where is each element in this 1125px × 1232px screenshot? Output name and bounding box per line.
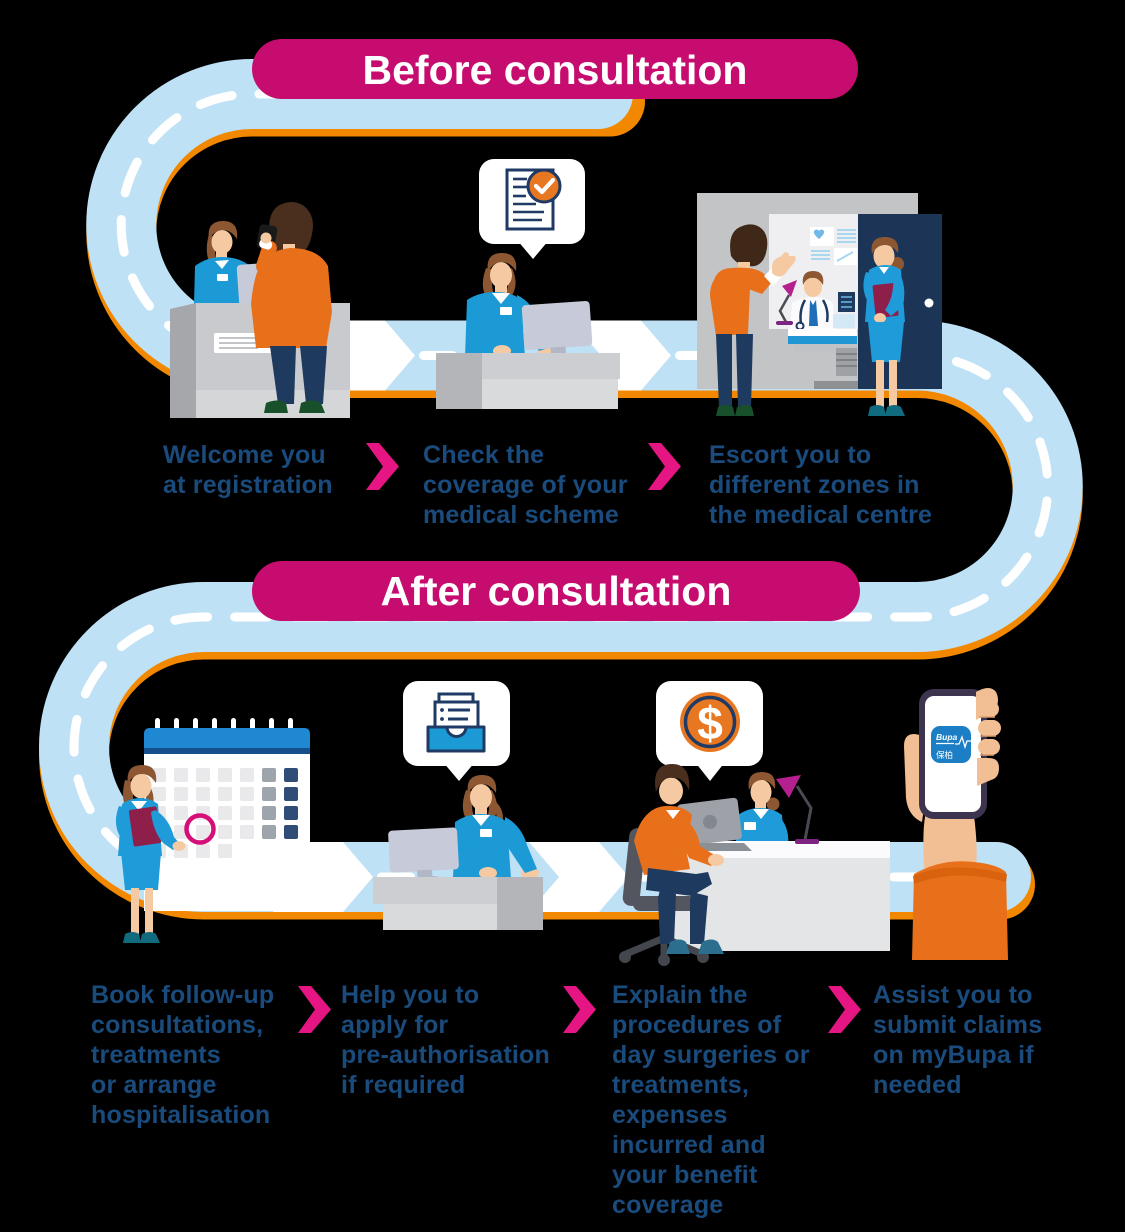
svg-text:apply for: apply for [341, 1011, 448, 1039]
svg-text:procedures of: procedures of [612, 1011, 782, 1039]
svg-text:hospitalisation: hospitalisation [91, 1101, 270, 1129]
svg-text:Welcome you: Welcome you [163, 441, 326, 469]
svg-text:your benefit: your benefit [612, 1161, 758, 1189]
svg-text:Escort you to: Escort you to [709, 441, 871, 469]
svg-text:needed: needed [873, 1071, 962, 1099]
svg-text:Explain the: Explain the [612, 981, 748, 1009]
svg-text:the medical centre: the medical centre [709, 501, 932, 529]
svg-text:consultations,: consultations, [91, 1011, 263, 1039]
svg-text:Before consultation: Before consultation [363, 47, 748, 93]
svg-text:or arrange: or arrange [91, 1071, 217, 1099]
svg-text:treatments: treatments [91, 1041, 221, 1069]
svg-text:treatments,: treatments, [612, 1071, 749, 1099]
svg-text:Bupa: Bupa [936, 732, 958, 742]
svg-text:at registration: at registration [163, 471, 333, 499]
svg-text:on myBupa if: on myBupa if [873, 1041, 1034, 1069]
svg-text:Check the: Check the [423, 441, 544, 469]
svg-text:medical scheme: medical scheme [423, 501, 619, 529]
svg-text:保柏: 保柏 [936, 750, 953, 760]
svg-text:$: $ [697, 697, 723, 749]
svg-text:coverage: coverage [612, 1191, 723, 1219]
svg-text:if required: if required [341, 1071, 465, 1099]
svg-text:day surgeries or: day surgeries or [612, 1041, 810, 1069]
svg-text:different zones in: different zones in [709, 471, 920, 499]
svg-text:After consultation: After consultation [381, 568, 732, 614]
svg-text:submit claims: submit claims [873, 1011, 1042, 1039]
svg-text:Assist you to: Assist you to [873, 981, 1033, 1009]
svg-text:pre-authorisation: pre-authorisation [341, 1041, 550, 1069]
svg-text:Book follow-up: Book follow-up [91, 981, 274, 1009]
svg-text:coverage of your: coverage of your [423, 471, 628, 499]
svg-text:Help you to: Help you to [341, 981, 479, 1009]
svg-text:incurred and: incurred and [612, 1131, 766, 1159]
svg-text:expenses: expenses [612, 1101, 728, 1129]
